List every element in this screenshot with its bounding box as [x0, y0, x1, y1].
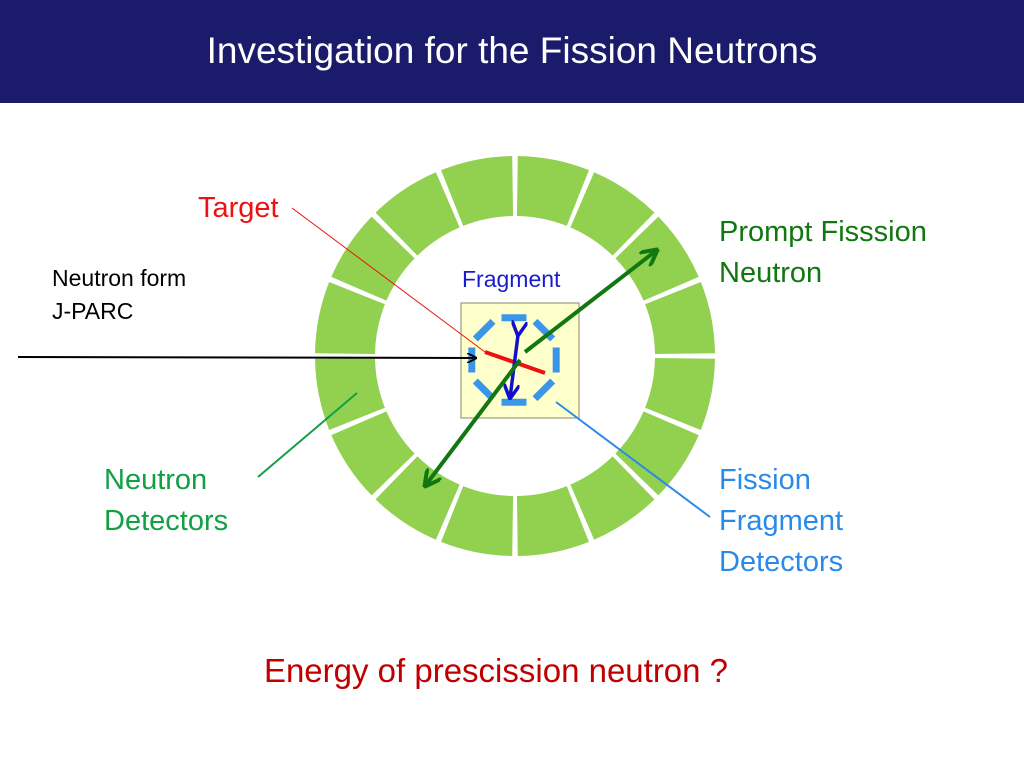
neutron-detectors-leader-line [257, 392, 358, 478]
question-text: Energy of prescission neutron ? [263, 652, 729, 689]
prompt-fission-neutron-label: Prompt Fisssion Neutron [719, 212, 927, 294]
neutron-detector-segment [441, 486, 514, 556]
target-label: Target [198, 192, 279, 224]
neutron-detector-segment [315, 282, 385, 355]
fragment-label: Fragment [462, 266, 561, 292]
fragment-detectors-leader-line [555, 401, 711, 518]
fragment-detector-segment [472, 318, 496, 342]
fission-fragment-detectors-label: Fission Fragment Detectors [719, 460, 843, 583]
target-leader-line [291, 207, 486, 353]
neutron-detector-segment [375, 172, 460, 256]
neutron-detector-segment [331, 411, 415, 496]
neutron-detector-segment [645, 357, 715, 430]
neutron-detectors-line-1: Neutron [104, 464, 208, 496]
neutron-detectors-label: Neutron Detectors [104, 460, 228, 542]
neutron-detectors-line-2: Detectors [104, 505, 229, 537]
fragment-detector-segment [532, 318, 556, 342]
fission-fragment-detector-array [468, 314, 560, 406]
neutron-detector-segment [645, 282, 715, 355]
incident-neutron-beam-arrow [17, 357, 476, 358]
neutron-detector-segment [516, 486, 589, 556]
neutron-detector-segment [516, 156, 589, 226]
prompt-neutron-arrow-up [523, 250, 657, 354]
neutron-source-line-1: Neutron form [52, 265, 187, 291]
slide-title: Investigation for the Fission Neutrons [206, 30, 818, 71]
neutron-source-line-2: J-PARC [52, 298, 134, 324]
prompt-fission-neutron-line-1: Prompt Fisssion [719, 216, 927, 248]
neutron-detector-segment [570, 456, 655, 540]
neutron-source-label: Neutron form J-PARC [52, 262, 186, 328]
fragment-detector-segment [532, 378, 556, 402]
fragment-detector-segment [472, 378, 496, 402]
neutron-detector-segment [570, 172, 655, 256]
prompt-fission-neutron-line-2: Neutron [719, 257, 823, 289]
fission-fragment-detectors-line-2: Fragment [719, 505, 844, 537]
fission-fragment-detectors-line-3: Detectors [719, 546, 844, 578]
neutron-detector-ring [315, 156, 715, 556]
neutron-detector-segment [615, 411, 699, 496]
neutron-detector-segment [441, 156, 514, 226]
neutron-detector-segment [315, 357, 385, 430]
title-bar: Investigation for the Fission Neutrons [0, 0, 1024, 103]
prompt-neutron-arrow-down [425, 358, 522, 486]
neutron-detector-segment [331, 216, 415, 301]
fission-fragment-detectors-line-1: Fission [719, 464, 811, 496]
